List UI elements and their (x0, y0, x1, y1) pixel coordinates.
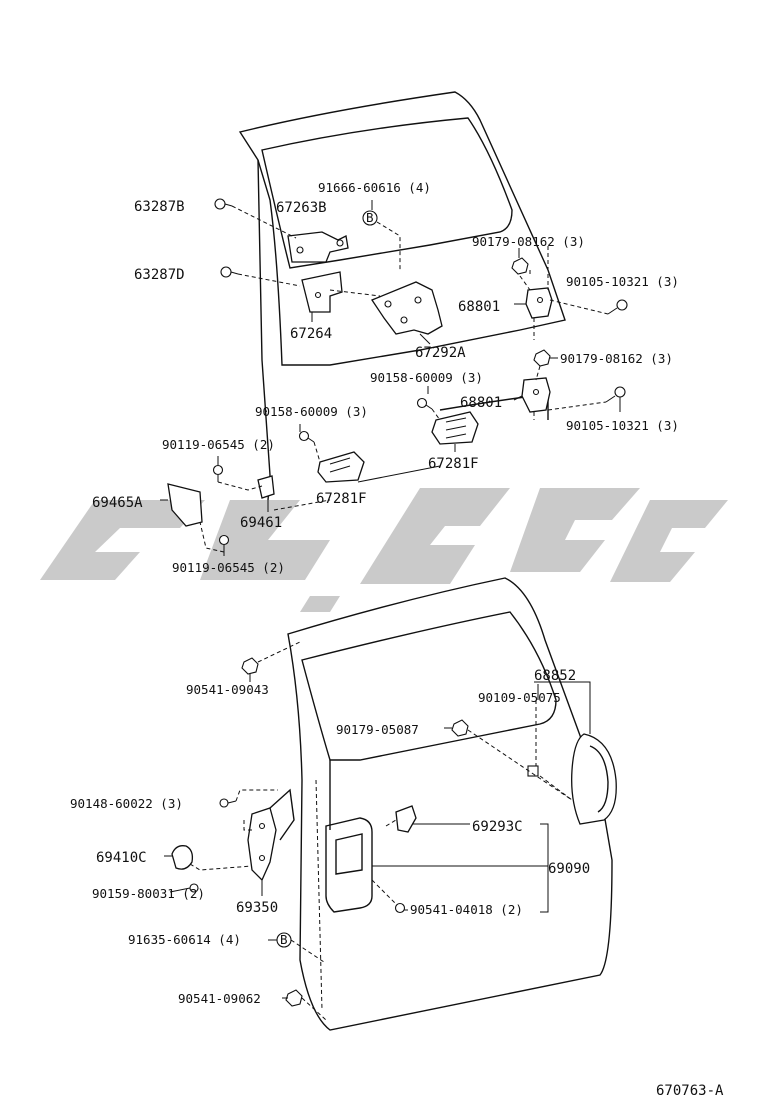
lower-door (287, 577, 613, 1031)
bolt-90148 (219, 798, 237, 808)
label-90541-04018: 90541-04018 (2) (410, 902, 523, 917)
lamp-68852 (571, 733, 617, 825)
label-90158-60009-a: 90158-60009 (3) (370, 370, 483, 385)
bracket-67292a (371, 281, 443, 335)
label-63287b: 63287B (134, 199, 185, 215)
upper-door-outline (238, 91, 566, 366)
label-91635-60614: 91635-60614 (4) (128, 932, 241, 947)
label-90109-05075: 90109-05075 (478, 690, 561, 705)
label-90179-08162-b: 90179-08162 (3) (560, 351, 673, 366)
label-69465a: 69465A (92, 495, 143, 511)
label-63287d: 63287D (134, 267, 185, 283)
bolt-90541-04018 (394, 902, 406, 914)
label-67281f-b: 67281F (316, 491, 367, 507)
nut-90179-upper (511, 257, 529, 275)
part-69465a (167, 483, 203, 527)
label-69090: 69090 (548, 861, 590, 877)
lower-door-window (301, 611, 557, 761)
bolt-63287b (214, 198, 233, 210)
bolt-90158-left (298, 430, 315, 443)
lower-labels: 90541-09043 68852 90109-05075 90179-0508… (70, 668, 590, 1006)
label-68801-b: 68801 (460, 395, 502, 411)
label-67292a: 67292A (415, 345, 466, 361)
nut-90541-09043 (241, 657, 259, 675)
label-90119-06545-b: 90119-06545 (2) (172, 560, 285, 575)
label-90179-05087: 90179-05087 (336, 722, 419, 737)
lock-69350 (247, 788, 295, 882)
label-68801-a: 68801 (458, 299, 500, 315)
lower-parts: B (164, 641, 617, 1021)
label-90179-08162-a: 90179-08162 (3) (472, 234, 585, 249)
label-69410c: 69410C (96, 850, 147, 866)
label-67281f-a: 67281F (428, 456, 479, 472)
clip-90109 (527, 765, 539, 777)
lower-door-outline (287, 577, 613, 1031)
nut-90179-middle (533, 349, 551, 367)
plate-67281f-right (431, 411, 479, 445)
label-69461: 69461 (240, 515, 282, 531)
bolt-90105-lower (605, 386, 626, 403)
label-90105-10321-b: 90105-10321 (3) (566, 418, 679, 433)
label-69293c: 69293C (472, 819, 523, 835)
label-90105-10321-a: 90105-10321 (3) (566, 274, 679, 289)
bolt-90105-upper (607, 299, 628, 315)
label-67264: 67264 (290, 326, 332, 342)
bolt-90158-right (416, 397, 433, 410)
label-90148-60022: 90148-60022 (3) (70, 796, 183, 811)
marker-b-text: B (366, 210, 374, 225)
bracket-67263b (287, 231, 349, 263)
label-90541-09043: 90541-09043 (186, 682, 269, 697)
hinge-67264 (301, 271, 343, 313)
upper-door-window (261, 117, 513, 269)
marker-b-upper: B (362, 210, 378, 226)
marker-b-lower: B (276, 932, 292, 948)
diagram-id: 670763-A (656, 1083, 724, 1099)
watermark-logo (40, 488, 728, 612)
label-67263b: 67263B (276, 200, 327, 216)
label-90119-06545-a: 90119-06545 (2) (162, 437, 275, 452)
bolt-90159 (179, 883, 199, 893)
bolt-63287d (220, 266, 239, 278)
label-91666-60616: 91666-60616 (4) (318, 180, 431, 195)
label-69350: 69350 (236, 900, 278, 916)
label-90159-80031: 90159-80031 (2) (92, 886, 205, 901)
upper-labels: 63287B 67263B 91666-60616 (4) 90179-0816… (92, 180, 679, 575)
part-69461 (257, 475, 275, 499)
license-lamp-housing (325, 817, 373, 913)
label-68852: 68852 (534, 668, 576, 684)
nut-90179-05087 (451, 719, 469, 737)
label-90541-09062: 90541-09062 (178, 991, 261, 1006)
plate-67281f-left (317, 451, 365, 483)
part-69410c (171, 845, 194, 870)
marker-b-text-lower: B (280, 932, 288, 947)
label-90158-60009-b: 90158-60009 (3) (255, 404, 368, 419)
nut-90541-09062 (285, 989, 303, 1007)
part-69293c (395, 805, 417, 833)
bolt-90119-upper (212, 464, 224, 482)
upper-parts: B (160, 198, 628, 556)
latch-68801-upper (525, 287, 553, 319)
latch-68801-lower (521, 377, 551, 413)
